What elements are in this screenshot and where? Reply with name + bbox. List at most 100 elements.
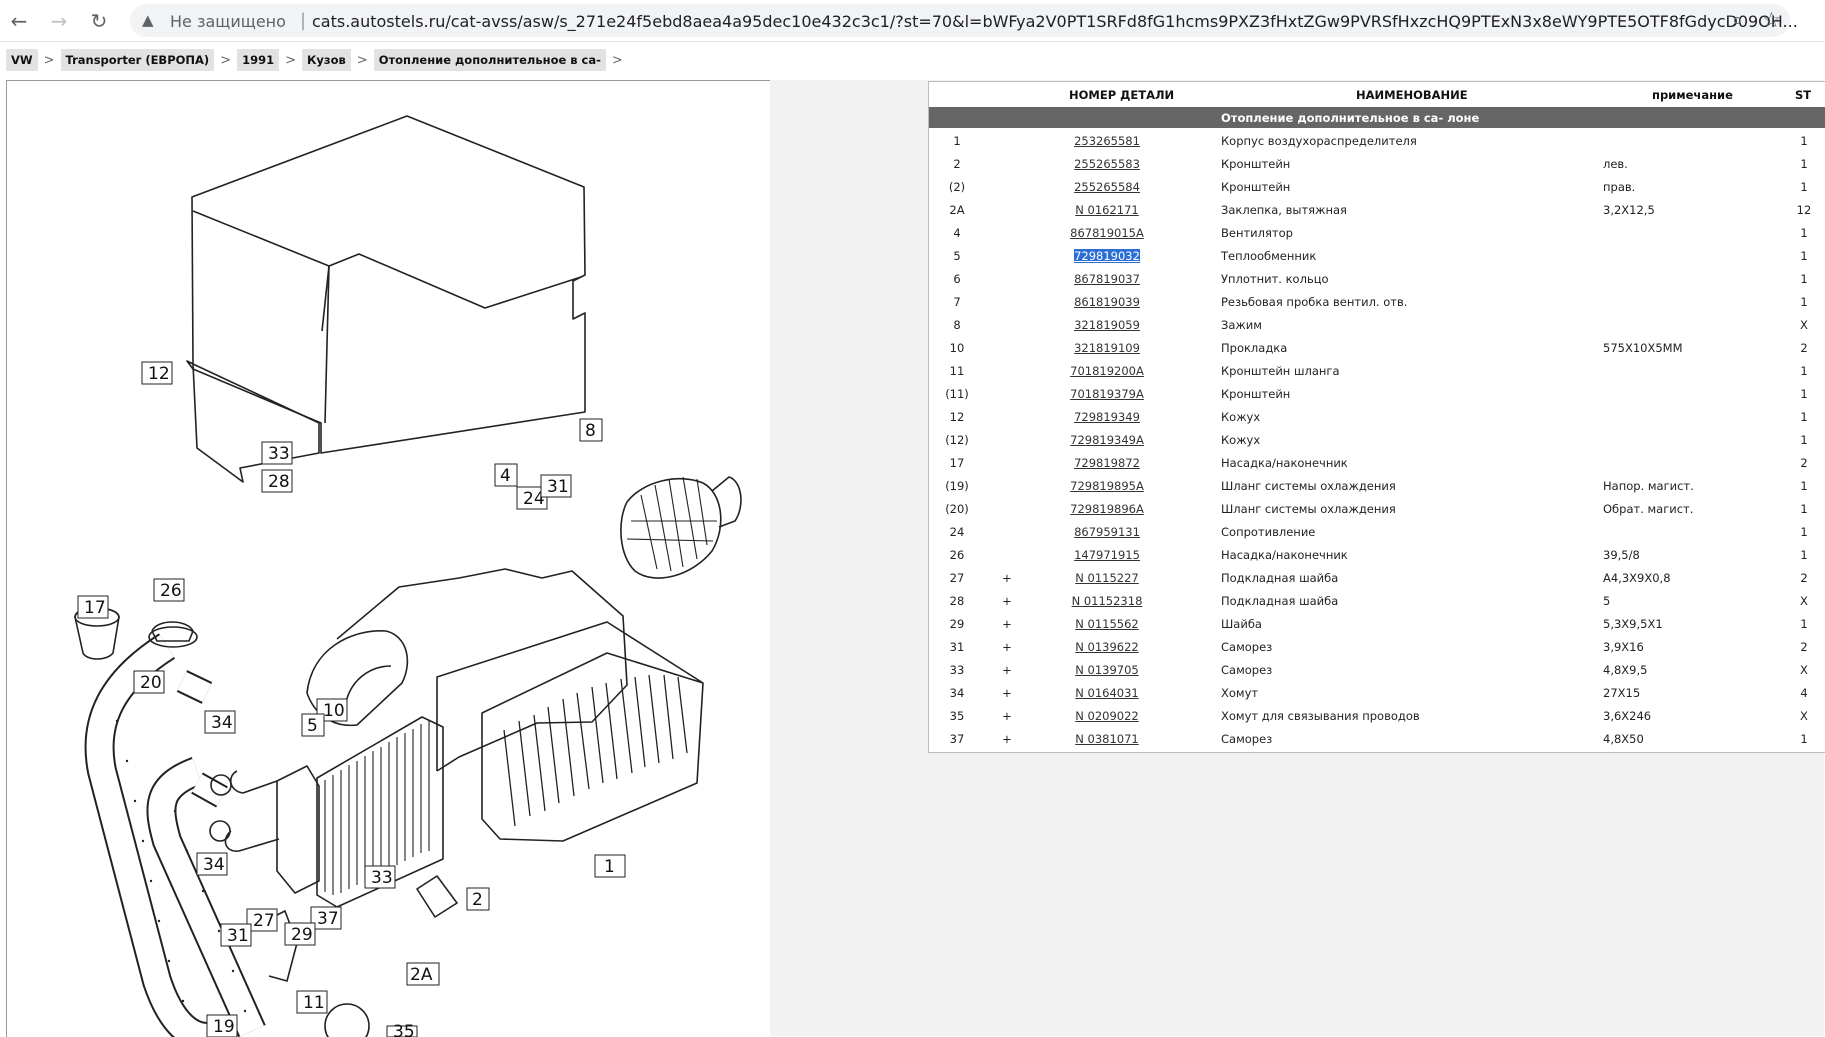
part-number-link[interactable]: N 0139705 [1075, 663, 1139, 677]
position-cell: (12) [945, 433, 969, 447]
breadcrumb-item[interactable]: Отопление дополнительное в са- [373, 49, 606, 71]
chevron-right-icon: > [611, 52, 623, 68]
breadcrumb-item[interactable]: Кузов [302, 49, 351, 71]
position-cell: 27 [949, 571, 965, 585]
part-number-cell: 255265583 [1059, 157, 1155, 171]
back-arrow-icon[interactable]: ← [10, 9, 28, 33]
part-number-link[interactable]: 701819200A [1070, 364, 1144, 378]
forward-arrow-icon[interactable]: → [50, 9, 68, 33]
callout-31b: 31 [227, 926, 249, 946]
position-cell: 5 [953, 249, 961, 263]
address-bar[interactable]: ▲ Не защищено | cats.autostels.ru/cat-av… [130, 4, 1798, 37]
quantity-cell: 1 [1800, 134, 1808, 148]
part-number-cell: 729819896A [1059, 502, 1155, 516]
part-number-link[interactable]: N 0381071 [1075, 732, 1139, 746]
position-cell: (2) [948, 180, 966, 194]
part-number-cell: N 0139622 [1059, 640, 1155, 654]
part-name-cell: Вентилятор [1221, 226, 1293, 240]
part-number-link[interactable]: 701819379A [1070, 387, 1144, 401]
position-cell: 2 [953, 157, 961, 171]
url-text[interactable]: cats.autostels.ru/cat-avss/asw/s_271e24f… [312, 12, 1798, 31]
part-number-link[interactable]: 729819895A [1070, 479, 1144, 493]
part-number-cell: 867819037 [1059, 272, 1155, 286]
part-number-link[interactable]: 255265583 [1074, 157, 1140, 171]
position-cell: 10 [949, 341, 965, 355]
section-header: Отопление дополнительное в са- лоне [929, 107, 1825, 128]
part-number-link[interactable]: 253265581 [1074, 134, 1140, 148]
position-cell: 7 [953, 295, 961, 309]
header-name: НАИМЕНОВАНИЕ [1356, 88, 1468, 102]
breadcrumb-item[interactable]: Transporter (ЕВРОПА) [60, 49, 215, 71]
parts-table: НОМЕР ДЕТАЛИ НАИМЕНОВАНИЕ примечание ST … [928, 81, 1825, 753]
part-number-link[interactable]: N 0115562 [1075, 617, 1139, 631]
callout-24: 24 [523, 489, 545, 509]
part-name-cell: Сопротивление [1221, 525, 1316, 539]
part-number-link[interactable]: 729819349A [1070, 433, 1144, 447]
part-name-cell: Насадка/наконечник [1221, 456, 1348, 470]
position-cell: (11) [945, 387, 969, 401]
warning-icon[interactable]: ▲ [142, 11, 154, 29]
part-number-link[interactable]: 867819015A [1070, 226, 1144, 240]
part-number-link[interactable]: 147971915 [1074, 548, 1140, 562]
part-number-link[interactable]: 321819109 [1074, 341, 1140, 355]
part-name-cell: Корпус воздухораспределителя [1221, 134, 1417, 148]
part-number-link[interactable]: N 0162171 [1075, 203, 1139, 217]
note-cell: 5,3X9,5X1 [1603, 617, 1663, 631]
part-number-link[interactable]: N 0115227 [1075, 571, 1139, 585]
part-name-cell: Саморез [1221, 663, 1273, 677]
part-number-cell: 867959131 [1059, 525, 1155, 539]
position-cell: 31 [949, 640, 965, 654]
part-number-cell: 701819200A [1059, 364, 1155, 378]
part-number-link[interactable]: 729819896A [1070, 502, 1144, 516]
part-name-cell: Кронштейн [1221, 387, 1291, 401]
position-cell: 26 [949, 548, 965, 562]
note-cell: 5 [1603, 594, 1611, 608]
security-label[interactable]: Не защищено [170, 12, 286, 31]
position-cell: (20) [945, 502, 969, 516]
callout-37: 37 [317, 909, 339, 929]
note-cell: прав. [1603, 180, 1636, 194]
part-number-link[interactable]: 867819037 [1074, 272, 1140, 286]
callout-12: 12 [148, 364, 170, 384]
marker-cell: + [1002, 594, 1012, 608]
part-number-cell: N 0115562 [1059, 617, 1155, 631]
part-number-link[interactable]: 321819059 [1074, 318, 1140, 332]
hose-texture [115, 719, 247, 1013]
callout-2: 2 [472, 890, 483, 910]
part-number-link[interactable]: 255265584 [1074, 180, 1140, 194]
part-name-cell: Саморез [1221, 640, 1273, 654]
part-number-cell: 729819032 [1059, 249, 1155, 263]
marker-cell: + [1002, 617, 1012, 631]
reload-icon[interactable]: ↻ [90, 9, 108, 33]
quantity-cell: X [1800, 318, 1808, 332]
part-number-link[interactable]: 729819349 [1074, 410, 1140, 424]
part-number-link[interactable]: 861819039 [1074, 295, 1140, 309]
chevron-right-icon: > [356, 52, 368, 68]
part-number-link[interactable]: 729819872 [1074, 456, 1140, 470]
callout-35: 35 [393, 1022, 415, 1037]
part-number-cell: 255265584 [1059, 180, 1155, 194]
breadcrumb-item[interactable]: 1991 [237, 49, 280, 71]
callout-11: 11 [303, 993, 325, 1013]
quantity-cell: X [1800, 594, 1808, 608]
part-number-link[interactable]: 867959131 [1074, 525, 1140, 539]
table-header: НОМЕР ДЕТАЛИ НАИМЕНОВАНИЕ примечание ST [929, 82, 1825, 106]
bookmark-star-icon[interactable]: ☆ [1762, 8, 1781, 32]
chevron-right-icon: > [285, 52, 297, 68]
part-number-link[interactable]: 729819032 [1074, 249, 1140, 263]
part-number-link[interactable]: N 0209022 [1075, 709, 1139, 723]
part-number-cell: N 0162171 [1059, 203, 1155, 217]
breadcrumb-item[interactable]: VW [6, 49, 38, 71]
position-cell: 12 [949, 410, 965, 424]
zoom-icon[interactable]: ⌕ [1732, 9, 1743, 31]
part-number-cell: N 0381071 [1059, 732, 1155, 746]
part-number-link[interactable]: N 0139622 [1075, 640, 1139, 654]
part-number-link[interactable]: N 0164031 [1075, 686, 1139, 700]
part-number-link[interactable]: N 01152318 [1071, 594, 1143, 608]
